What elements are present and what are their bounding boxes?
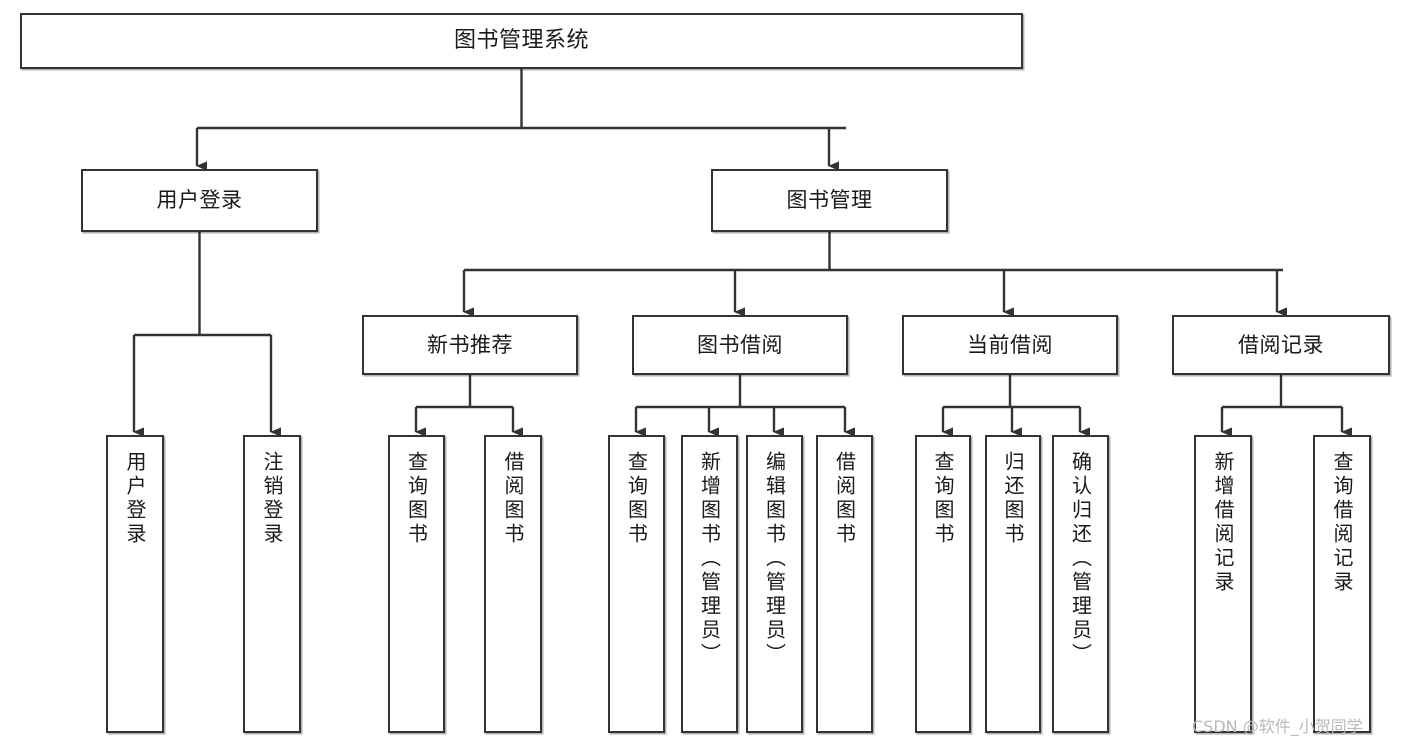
node-label: 查询图书 xyxy=(404,451,429,547)
node-label: 用户登录 xyxy=(156,188,243,213)
node-leaf-borrow-book-recommend[interactable]: 借阅图书 xyxy=(484,435,542,733)
node-label: 新增图书（管理员） xyxy=(697,451,722,667)
node-borrow-record[interactable]: 借阅记录 xyxy=(1172,315,1390,375)
node-current-borrow[interactable]: 当前借阅 xyxy=(902,315,1118,375)
node-leaf-add-borrow-record[interactable]: 新增借阅记录 xyxy=(1194,435,1252,733)
node-label: 借阅记录 xyxy=(1238,332,1324,357)
node-label: 借阅图书 xyxy=(832,451,857,547)
node-label: 图书借阅 xyxy=(697,332,783,357)
node-label: 查询借阅记录 xyxy=(1330,451,1354,595)
node-leaf-edit-book-admin[interactable]: 编辑图书（管理员） xyxy=(746,435,803,733)
node-label: 编辑图书（管理员） xyxy=(762,451,787,667)
node-label: 查询图书 xyxy=(624,451,649,547)
node-label: 查询图书 xyxy=(931,451,955,547)
node-leaf-user-logout[interactable]: 注销登录 xyxy=(243,435,301,733)
node-label: 借阅图书 xyxy=(501,451,525,547)
node-label: 归还图书 xyxy=(1001,451,1025,547)
node-label: 用户登录 xyxy=(123,451,147,547)
node-leaf-add-book-admin[interactable]: 新增图书（管理员） xyxy=(681,435,738,733)
node-user-login[interactable]: 用户登录 xyxy=(81,169,318,232)
node-label: 注销登录 xyxy=(260,451,284,547)
node-label: 当前借阅 xyxy=(967,332,1053,357)
node-leaf-query-book-current[interactable]: 查询图书 xyxy=(915,435,971,733)
node-label: 图书管理 xyxy=(786,188,873,213)
watermark-text: CSDN @软件_小贺同学 xyxy=(1192,717,1363,736)
node-root-book-management-system[interactable]: 图书管理系统 xyxy=(20,13,1023,69)
node-label: 图书管理系统 xyxy=(453,28,589,54)
node-new-book-recommend[interactable]: 新书推荐 xyxy=(362,315,578,375)
node-book-management[interactable]: 图书管理 xyxy=(711,169,948,232)
node-leaf-user-login[interactable]: 用户登录 xyxy=(106,435,164,733)
node-book-borrow[interactable]: 图书借阅 xyxy=(632,315,848,375)
node-leaf-query-book-borrow[interactable]: 查询图书 xyxy=(608,435,665,733)
node-label: 新增借阅记录 xyxy=(1211,451,1235,595)
node-label: 确认归还（管理员） xyxy=(1068,451,1093,667)
node-leaf-query-book-recommend[interactable]: 查询图书 xyxy=(388,435,445,733)
node-leaf-confirm-return-admin[interactable]: 确认归还（管理员） xyxy=(1052,435,1109,733)
node-label: 新书推荐 xyxy=(427,332,513,357)
node-leaf-return-book[interactable]: 归还图书 xyxy=(985,435,1041,733)
node-leaf-query-borrow-record[interactable]: 查询借阅记录 xyxy=(1313,435,1371,733)
node-leaf-borrow-book[interactable]: 借阅图书 xyxy=(816,435,873,733)
